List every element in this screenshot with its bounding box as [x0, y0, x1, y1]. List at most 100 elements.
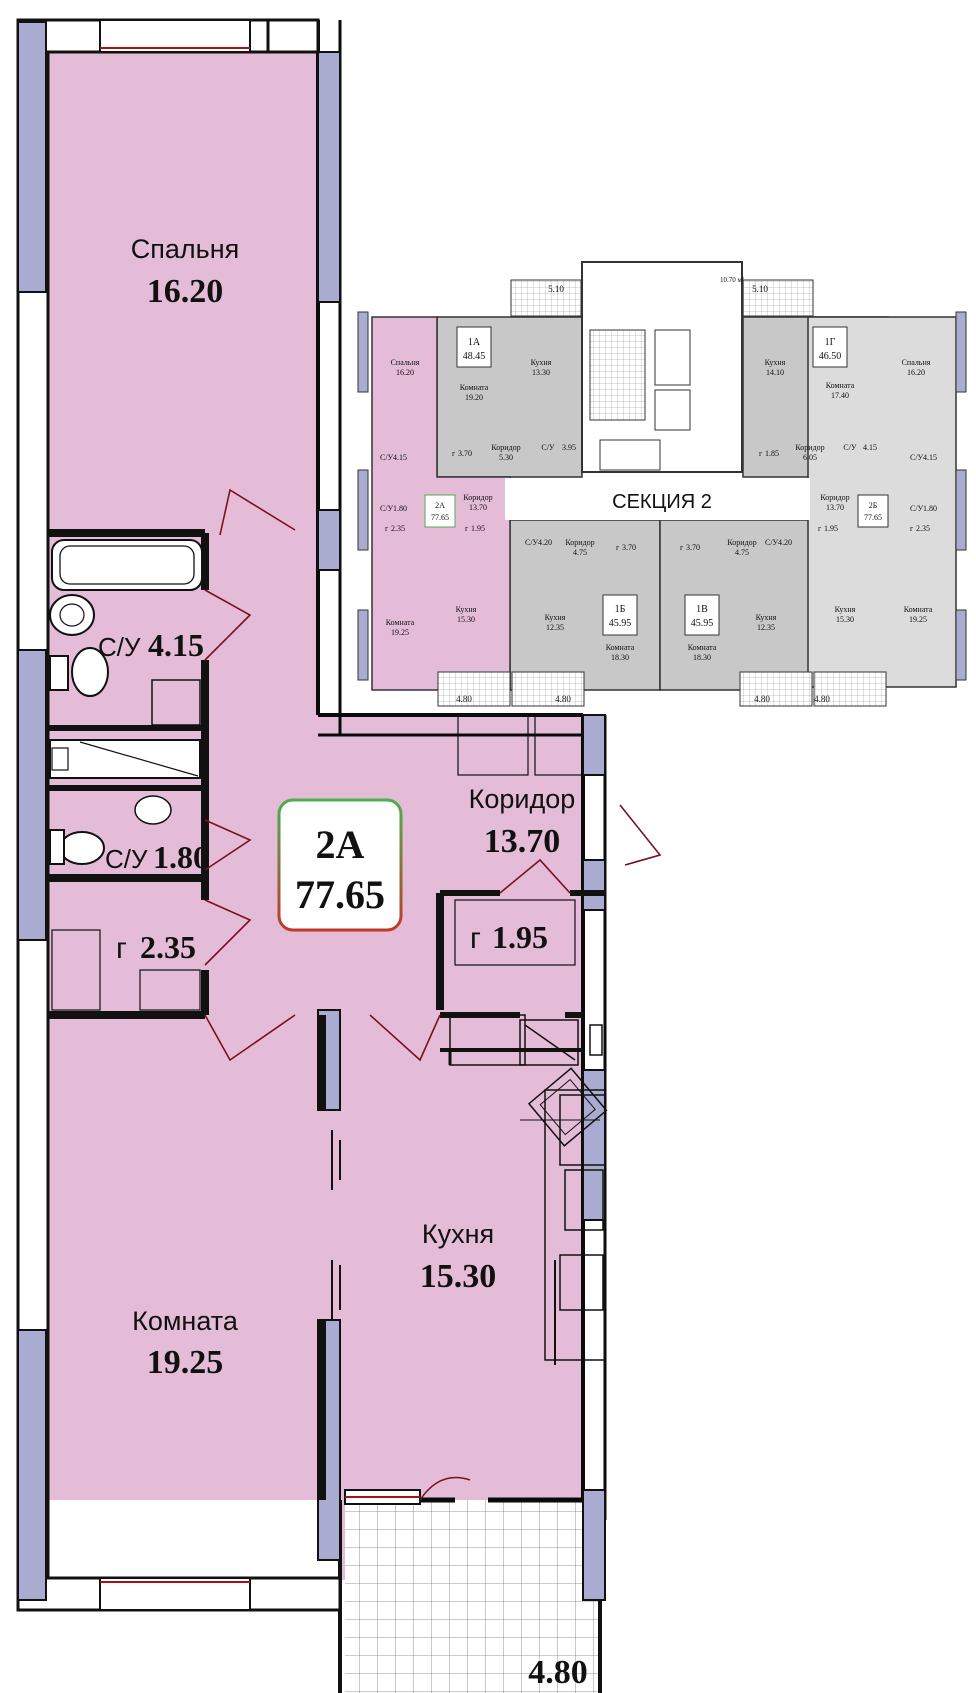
u1v-room-area: 18.30 [693, 653, 711, 662]
u1g-kitchen: Кухня [765, 358, 786, 367]
u1a-closet-area: 3.70 [458, 449, 472, 458]
u2a-bath2-area: 1.80 [393, 504, 407, 513]
u2b-bath2: С/У [910, 504, 924, 513]
u1b-bath-area: 4.20 [538, 538, 552, 547]
inset-balcony-bottom-3-area: 4.80 [754, 694, 770, 704]
u1g-corridor: Коридор [795, 443, 824, 452]
u1g-kitchen-area: 14.10 [766, 368, 784, 377]
u2b-bedroom: Спальня [902, 358, 931, 367]
inset-balcony-bottom-4 [813, 671, 887, 707]
inset-balcony-bottom-3 [739, 671, 813, 707]
u1a-kitchen: Кухня [531, 358, 552, 367]
u1v-corridor-area: 4.75 [735, 548, 749, 557]
interior-walls [48, 529, 605, 1500]
kitchen-label: Кухня [422, 1219, 494, 1249]
u1v-corridor: Коридор [727, 538, 756, 547]
closet-shelf-2 [139, 969, 201, 1011]
u2a-bedroom: Спальня [391, 358, 420, 367]
u2b-closet2-area: 1.95 [824, 524, 838, 533]
u1g-bath-area: 4.15 [863, 443, 877, 452]
living-room-label: Комната [132, 1306, 239, 1336]
u1v-bath-area: 4.20 [778, 538, 792, 547]
u1b-kitchen: Кухня [545, 613, 566, 622]
u2b-room-area: 19.25 [909, 615, 927, 624]
inset-balcony-bottom-1-area: 4.80 [456, 694, 472, 704]
u1v-area: 45.95 [691, 618, 714, 629]
inset-balcony-top-right [742, 279, 814, 317]
u1v-kitchen-area: 12.35 [757, 623, 775, 632]
door-swings [204, 488, 662, 1062]
balcony-area: 4.80 [528, 1654, 588, 1691]
u2a-corridor-area: 13.70 [469, 503, 487, 512]
u1a-bath: С/У [541, 443, 555, 452]
u2b-bedroom-area: 16.20 [907, 368, 925, 377]
u1g-closet-area: 1.85 [765, 449, 779, 458]
u1a-room: Комната [460, 383, 489, 392]
common-corridor [505, 478, 810, 520]
bath1-area: 4.15 [148, 627, 204, 663]
u1g-room: Комната [826, 381, 855, 390]
closet2-area: 1.95 [492, 919, 548, 955]
u2a-bath1: С/У [380, 453, 394, 462]
kitchen-stove-icon [520, 1067, 608, 1147]
u1v-room: Комната [688, 643, 717, 652]
sink-icon-2 [134, 795, 172, 825]
u1a-corridor-area: 5.30 [499, 453, 513, 462]
inset-balcony-bottom-2-area: 4.80 [555, 694, 571, 704]
closet2-shelf [454, 899, 576, 966]
kitchen-area: 15.30 [420, 1258, 497, 1295]
partition-dashes [331, 1130, 556, 1365]
u1b-kitchen-area: 12.35 [546, 623, 564, 632]
bedroom-area: 16.20 [147, 273, 224, 310]
u1a-kitchen-area: 13.30 [532, 368, 550, 377]
closet2-label: г [470, 922, 481, 955]
inset-balcony-bottom-1 [437, 671, 511, 707]
u2a-room: Комната [386, 618, 415, 627]
u2b-area: 77.65 [864, 513, 882, 522]
corridor-label: Коридор [469, 784, 576, 814]
u2a-area: 77.65 [431, 513, 449, 522]
u1b-room-area: 18.30 [611, 653, 629, 662]
u1g-bath: С/У [843, 443, 857, 452]
u2a-kitchen-area: 15.30 [457, 615, 475, 624]
u1a-area: 48.45 [463, 351, 486, 362]
u1b-corridor-area: 4.75 [573, 548, 587, 557]
apartment-total-area: 77.65 [295, 872, 385, 917]
u2b-code: 2Б [869, 501, 878, 510]
bath2-area: 1.80 [153, 839, 209, 875]
u2a-corridor: Коридор [463, 493, 492, 502]
u1v-closet-area: 3.70 [686, 543, 700, 552]
u2b-closet1: г [910, 524, 914, 533]
u2a-kitchen: Кухня [456, 605, 477, 614]
u1a-code: 1А [468, 337, 481, 348]
u2b-corridor: Коридор [820, 493, 849, 502]
u1g-corridor-area: 6.05 [803, 453, 817, 462]
u2b-room: Комната [904, 605, 933, 614]
u1b-bath: С/У [525, 538, 539, 547]
corridor-wardrobe [457, 714, 529, 776]
section-plan-inset: СЕКЦИЯ 2 10.70 м² 5.10 5.10 4.80 4.80 4.… [357, 261, 967, 710]
u1v-closet: г [680, 543, 684, 552]
u2b-kitchen: Кухня [835, 605, 856, 614]
u1b-corridor: Коридор [565, 538, 594, 547]
u2b-bath2-area: 1.80 [923, 504, 937, 513]
toilet-icon [49, 647, 109, 697]
toilet-icon-2 [49, 829, 105, 865]
inset-balcony-top-right-area: 5.10 [752, 284, 768, 294]
u2b-corridor-area: 13.70 [826, 503, 844, 512]
stair-note: 10.70 м² [720, 276, 744, 284]
u1b-closet-area: 3.70 [622, 543, 636, 552]
u2a-bedroom-area: 16.20 [396, 368, 414, 377]
u1b-closet: г [616, 543, 620, 552]
corridor-area: 13.70 [484, 823, 561, 860]
corridor-wardrobe-2 [534, 714, 584, 776]
u2b-bath1-area: 4.15 [923, 453, 937, 462]
bath2-label: С/У [105, 844, 148, 874]
bedroom-label: Спальня [131, 234, 240, 264]
balcony-door [344, 1476, 471, 1505]
apartment-code: 2A [316, 822, 365, 867]
closet-shelf [51, 929, 101, 1011]
section-title: СЕКЦИЯ 2 [612, 491, 712, 513]
bath1-label: С/У [98, 632, 141, 662]
